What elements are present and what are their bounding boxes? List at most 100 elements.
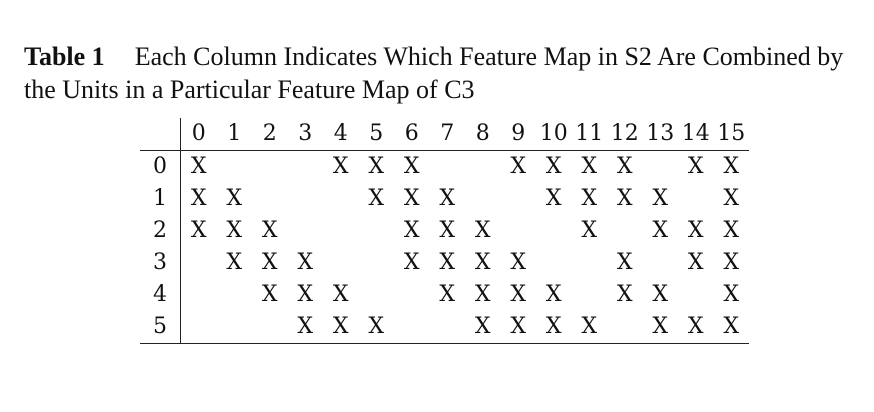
- table-cell: [501, 215, 537, 247]
- column-header-13: 13: [642, 118, 678, 151]
- table-cell: [678, 279, 714, 311]
- table-cell: X: [226, 218, 243, 243]
- table-cell: [394, 311, 430, 344]
- column-header-5: 5: [358, 118, 394, 151]
- table-cell: X: [358, 311, 394, 344]
- table-cell: X: [474, 282, 491, 307]
- table-cell: [394, 279, 430, 311]
- table-cell: [607, 311, 643, 344]
- table-cell: X: [323, 311, 359, 344]
- row-header-1: 1: [153, 186, 167, 211]
- table-cell: X: [180, 183, 217, 215]
- table-cell: X: [226, 186, 243, 211]
- table-cell: X: [616, 250, 633, 275]
- table-cell: X: [723, 282, 740, 307]
- table-cell: X: [545, 186, 562, 211]
- column-header-10: 10: [536, 118, 572, 151]
- table-cell: [323, 183, 359, 215]
- table-cell: X: [581, 154, 598, 179]
- table-cell: X: [439, 282, 456, 307]
- table-cell: X: [261, 218, 278, 243]
- row-header-3: 3: [153, 250, 167, 275]
- column-header-15: 15: [713, 118, 749, 151]
- table-caption-text: Each Column Indicates Which Feature Map …: [24, 42, 844, 104]
- table-cell: [252, 183, 288, 215]
- row-header-0: 0: [153, 154, 167, 179]
- table-cell: X: [403, 186, 420, 211]
- table-cell: X: [474, 218, 491, 243]
- table-cell: [465, 183, 501, 215]
- table-cell: [572, 247, 608, 279]
- table-cell: X: [723, 218, 740, 243]
- row-header-2: 2: [153, 218, 167, 243]
- table-cell: X: [332, 282, 349, 307]
- table-cell: [180, 247, 217, 279]
- table-cell: X: [687, 218, 704, 243]
- table-cell: X: [616, 282, 633, 307]
- table-caption-label: Table 1: [24, 42, 105, 71]
- table-cell: [288, 183, 324, 215]
- table-cell: [288, 215, 324, 247]
- table-cell: [429, 311, 465, 344]
- row-header-5: 5: [140, 311, 181, 344]
- table-cell: X: [500, 311, 536, 344]
- table-cell: [536, 247, 572, 279]
- table-cell: [465, 151, 501, 184]
- table-cell: [501, 183, 537, 215]
- table-cell: [643, 151, 679, 184]
- table-cell: X: [368, 186, 385, 211]
- table-corner-cell: [140, 118, 181, 151]
- table-cell: [607, 215, 643, 247]
- table-cell: X: [616, 186, 633, 211]
- column-header-1: 1: [216, 118, 252, 151]
- table-cell: [288, 151, 324, 184]
- table-cell: [217, 151, 253, 184]
- table-cell: X: [652, 282, 669, 307]
- table-cell: [323, 247, 359, 279]
- table-cell: [323, 215, 359, 247]
- table-cell: X: [261, 282, 278, 307]
- table-cell: X: [180, 150, 217, 183]
- table-cell: [180, 311, 217, 344]
- table-cell: X: [545, 282, 562, 307]
- table-cell: X: [439, 186, 456, 211]
- table-cell: X: [581, 218, 598, 243]
- table-cell: X: [297, 250, 314, 275]
- table-cell: X: [287, 311, 323, 344]
- table-cell: [359, 279, 395, 311]
- table-cell: X: [510, 250, 527, 275]
- table-cell: [536, 215, 572, 247]
- table-cell: X: [642, 311, 678, 344]
- table-cell: [430, 151, 466, 184]
- table-cell: [572, 279, 608, 311]
- table-cell: X: [474, 250, 491, 275]
- table-cell: X: [723, 186, 740, 211]
- table-cell: X: [713, 311, 749, 344]
- table-cell: X: [536, 311, 572, 344]
- table-cell: X: [368, 154, 385, 179]
- table-cell: X: [687, 154, 704, 179]
- table-cell: X: [510, 154, 527, 179]
- table-cell: X: [261, 250, 278, 275]
- table-cell: [252, 151, 288, 184]
- table-cell: X: [723, 250, 740, 275]
- table-cell: X: [226, 250, 243, 275]
- column-header-12: 12: [607, 118, 643, 151]
- table-cell: X: [678, 311, 714, 344]
- table-cell: X: [652, 218, 669, 243]
- column-header-11: 11: [571, 118, 607, 151]
- column-header-6: 6: [394, 118, 430, 151]
- table-cell: X: [616, 154, 633, 179]
- table-cell: [359, 215, 395, 247]
- column-header-8: 8: [465, 118, 501, 151]
- table-cell: X: [465, 311, 501, 344]
- table-cell: [216, 311, 252, 344]
